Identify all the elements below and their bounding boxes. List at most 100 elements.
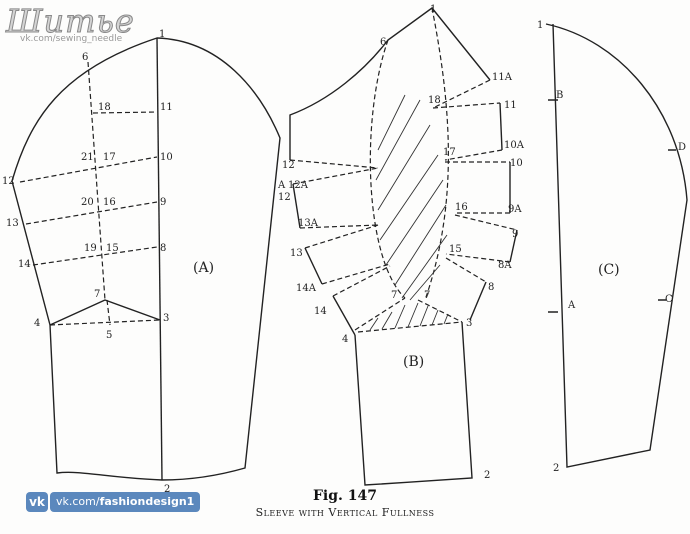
figure-c — [545, 23, 688, 468]
point-label: 20 — [81, 197, 94, 208]
point-label: 9 — [512, 229, 518, 240]
point-label: 9A — [508, 204, 522, 215]
point-label: 2 — [164, 484, 170, 495]
sleeve-a-center-line — [156, 37, 163, 481]
panel-outline — [499, 102, 503, 151]
guide-line — [332, 265, 391, 297]
point-label: 19 — [84, 243, 97, 254]
point-label: 12 — [282, 160, 295, 171]
point-label: A — [567, 300, 576, 311]
panel-outline — [469, 281, 487, 321]
point-label: 15 — [106, 243, 119, 254]
point-label: 9 — [160, 197, 166, 208]
point-label: 3 — [466, 318, 472, 329]
point-label: 7 — [391, 290, 397, 301]
point-label: 13A — [298, 218, 319, 229]
point-label: 8A — [498, 260, 512, 271]
point-label: 3 — [163, 313, 169, 324]
point-label: 7 — [424, 290, 430, 301]
point-label: 16 — [103, 197, 116, 208]
point-label: 18 — [428, 95, 441, 106]
watermark: Шитье vk.com/sewing_needle — [6, 2, 135, 45]
point-label: 11 — [504, 100, 517, 111]
point-label: 4 — [34, 318, 40, 329]
guide-line — [292, 167, 379, 229]
point-label: 15 — [449, 244, 462, 255]
point-label: 1 — [537, 20, 543, 31]
point-label: 1 — [159, 29, 165, 40]
point-label: 11 — [160, 102, 173, 113]
watermark-url: vk.com/sewing_needle — [20, 34, 123, 44]
panel-outline — [332, 295, 356, 336]
point-label: 14 — [18, 259, 31, 270]
figure-caption: Fig. 147 Sleeve with Vertical Fullness — [0, 488, 690, 519]
point-label: 17 — [103, 152, 116, 163]
point-label: 17 — [443, 147, 456, 158]
point-label: 13 — [290, 248, 303, 259]
point-label: 16 — [455, 202, 468, 213]
point-label: 6 — [82, 52, 88, 63]
guide-line — [92, 111, 158, 114]
point-label: 12 — [278, 192, 291, 203]
guide-line — [369, 39, 406, 299]
notch-marks — [548, 99, 676, 313]
panel-outline — [509, 229, 518, 263]
point-label: 10 — [510, 158, 523, 169]
guide-line — [445, 257, 487, 283]
watermark-title: Шитье — [6, 2, 135, 41]
point-label: 13 — [6, 218, 19, 229]
point-label: 14 — [314, 306, 327, 317]
hatching — [369, 94, 449, 331]
figure-b-label: (B) — [403, 354, 424, 370]
sleeve-c-outline — [545, 23, 688, 468]
guide-line — [106, 299, 111, 326]
guide-line — [49, 299, 161, 326]
sleeve-b-cap — [289, 7, 491, 160]
point-label: 12 — [2, 176, 15, 187]
guide-line — [354, 297, 463, 333]
point-label: B — [556, 90, 563, 101]
point-label: 8 — [488, 282, 494, 293]
guide-line — [25, 201, 158, 225]
guide-line — [49, 319, 161, 326]
vk-link-badge[interactable]: vk vk.com/fashiondesign1 — [26, 492, 201, 512]
point-label: 5 — [106, 330, 112, 341]
figure-a — [11, 37, 281, 481]
point-label: 7 — [94, 289, 100, 300]
point-label: 11A — [492, 72, 513, 83]
point-label: 2 — [553, 463, 559, 474]
point-label: A — [277, 180, 286, 191]
guide-line — [19, 156, 158, 183]
point-label: 8 — [160, 243, 166, 254]
guide-line — [445, 161, 510, 214]
point-label: 10A — [504, 140, 525, 151]
point-label: D — [678, 142, 686, 153]
point-label: 6 — [380, 37, 386, 48]
point-label: 12A — [288, 180, 309, 191]
point-label: 18 — [98, 102, 111, 113]
point-label: 2 — [484, 470, 490, 481]
guide-line — [32, 246, 158, 266]
vk-logo-icon: vk — [26, 492, 48, 512]
guide-line — [289, 79, 491, 169]
vk-url[interactable]: vk.com/fashiondesign1 — [50, 492, 201, 512]
guide-line — [87, 61, 106, 301]
figure-a-label: (A) — [193, 260, 214, 276]
point-label: 21 — [81, 152, 94, 163]
figure-title: Sleeve with Vertical Fullness — [255, 506, 435, 519]
figure-c-label: (C) — [598, 262, 620, 278]
sleeve-a-outline — [11, 37, 281, 481]
point-label: 4 — [342, 334, 348, 345]
guide-line — [424, 7, 449, 301]
point-label: 14A — [296, 283, 317, 294]
point-label: C — [665, 294, 673, 305]
guide-line — [432, 102, 503, 161]
point-label: 10 — [160, 152, 173, 163]
panel-outline — [304, 247, 323, 285]
panel-outline — [292, 183, 301, 229]
figure-b — [289, 7, 518, 486]
point-label: 1 — [430, 4, 436, 15]
